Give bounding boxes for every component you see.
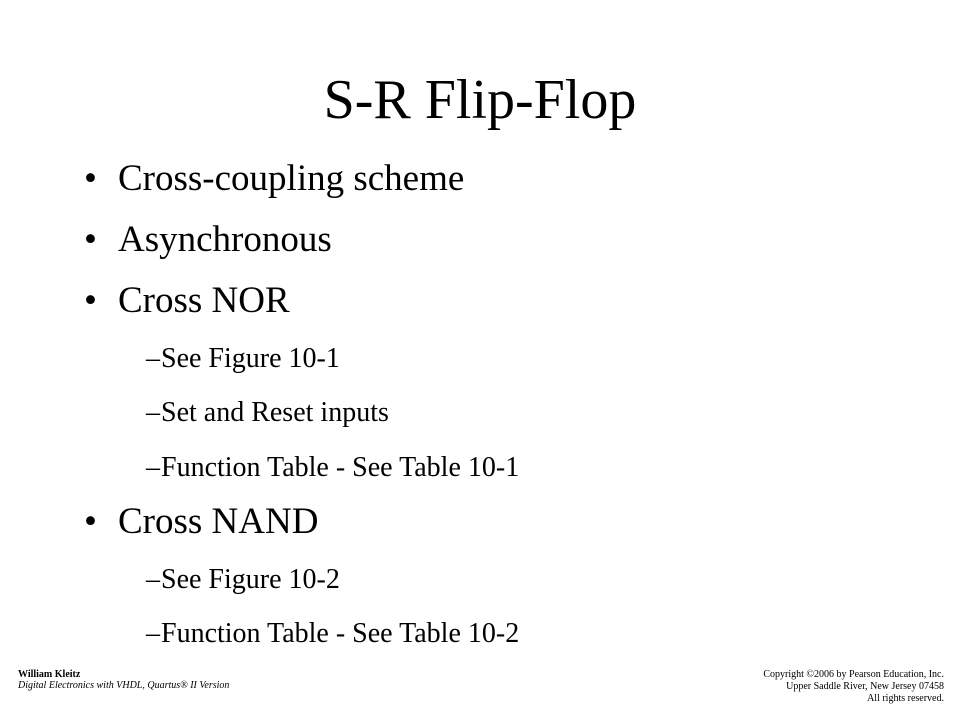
footer-book-title: Digital Electronics with VHDL, Quartus® … <box>18 680 230 691</box>
sub-bullet-item: – See Figure 10-2 <box>146 563 340 597</box>
footer-author: William Kleitz <box>18 669 81 680</box>
bullet-text: Asynchronous <box>118 219 332 260</box>
bullet-marker: • <box>84 158 97 199</box>
sub-bullet-text: Function Table - See Table 10-2 <box>161 618 520 649</box>
slide-title: S-R Flip-Flop <box>323 69 637 131</box>
sub-bullet-text: See Figure 10-1 <box>161 343 340 374</box>
dash-marker: – <box>146 564 160 595</box>
sub-bullet-item: – Function Table - See Table 10-2 <box>146 617 519 651</box>
sub-bullet-item: – See Figure 10-1 <box>146 342 340 376</box>
copyright-line: All rights reserved. <box>867 693 944 704</box>
bullet-text: Cross NOR <box>118 280 290 321</box>
sub-bullet-item: – Function Table - See Table 10-1 <box>146 451 519 485</box>
footer-copyright: Copyright ©2006 by Pearson Education, In… <box>763 669 944 705</box>
bullet-item: • Cross-coupling scheme <box>84 157 464 201</box>
bullet-text: Cross-coupling scheme <box>118 158 465 199</box>
bullet-marker: • <box>84 501 97 542</box>
dash-marker: – <box>146 343 160 374</box>
bullet-text: Cross NAND <box>118 501 319 542</box>
dash-marker: – <box>146 618 160 649</box>
dash-marker: – <box>146 397 160 428</box>
bullet-item: • Asynchronous <box>84 218 332 262</box>
footer-attribution: William Kleitz Digital Electronics with … <box>18 669 238 691</box>
bullet-item: • Cross NAND <box>84 500 318 544</box>
sub-bullet-text: Set and Reset inputs <box>161 397 389 428</box>
copyright-line: Copyright ©2006 by Pearson Education, In… <box>763 669 944 680</box>
bullet-marker: • <box>84 280 97 321</box>
bullet-item: • Cross NOR <box>84 279 290 323</box>
bullet-marker: • <box>84 219 97 260</box>
sub-bullet-text: See Figure 10-2 <box>161 564 340 595</box>
sub-bullet-item: – Set and Reset inputs <box>146 396 389 430</box>
sub-bullet-text: Function Table - See Table 10-1 <box>161 452 520 483</box>
copyright-line: Upper Saddle River, New Jersey 07458 <box>786 681 944 692</box>
dash-marker: – <box>146 452 160 483</box>
